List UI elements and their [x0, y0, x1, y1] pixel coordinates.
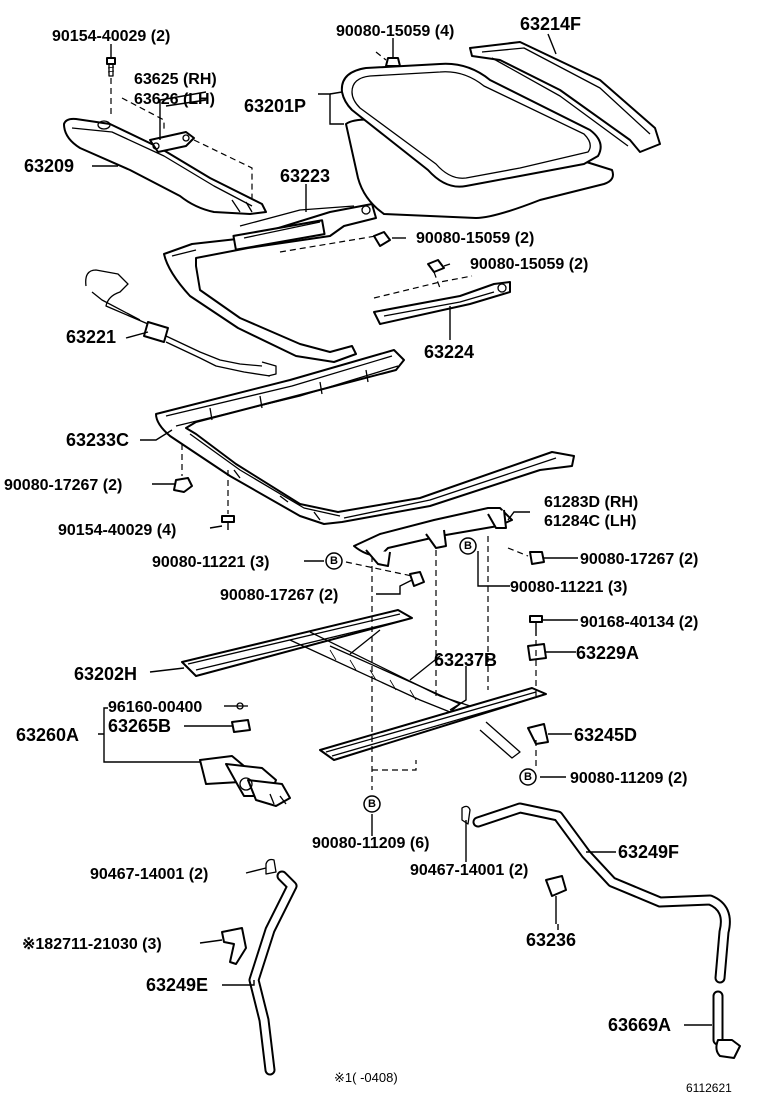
label-63669A: 63669A — [608, 1015, 671, 1035]
label-90080-17267-mid: 90080-17267 (2) — [220, 587, 338, 604]
label-90467-14001-left: 90467-14001 (2) — [90, 866, 208, 883]
label-90080-15059-2b: 90080-15059 (2) — [470, 256, 588, 273]
label-90080-11221-left: 90080-11221 (3) — [152, 554, 269, 571]
label-63202H: 63202H — [74, 664, 137, 684]
label-61283D: 61283D (RH) — [544, 494, 638, 511]
bolt-90154-40029-top — [106, 57, 116, 77]
label-63214F: 63214F — [520, 14, 581, 34]
pad-63265B — [231, 719, 251, 733]
bracket-63625-drawing — [149, 131, 195, 153]
part-63221-drawing — [85, 269, 277, 377]
leader-lines — [92, 33, 712, 1026]
nut-90080-17267-right — [529, 551, 545, 565]
b-marker-2: B — [459, 537, 477, 555]
label-63625: 63625 (RH) — [134, 71, 217, 88]
clip-82711-21030 — [221, 927, 247, 965]
svg-text:B: B — [464, 540, 472, 552]
hose-63249E-drawing — [248, 870, 298, 1076]
label-63209: 63209 — [24, 156, 74, 176]
part-63224-drawing — [373, 281, 511, 325]
hose-63669A-drawing — [712, 990, 741, 1059]
svg-text:B: B — [368, 798, 376, 810]
label-61284C: 61284C (LH) — [544, 513, 636, 530]
label-63260A: 63260A — [16, 725, 79, 745]
label-63245D: 63245D — [574, 725, 637, 745]
screw-90080-15059-2b — [427, 259, 445, 273]
clamp-90467-14001-left — [265, 858, 277, 875]
b-marker-3: B — [519, 768, 537, 786]
screw-90080-15059-2a — [373, 231, 406, 247]
label-63233C: 63233C — [66, 430, 129, 450]
part-63223-drawing — [163, 203, 377, 363]
label-90080-11221-right: 90080-11221 (3) — [510, 579, 627, 596]
label-90080-17267-left: 90080-17267 (2) — [4, 477, 122, 494]
part-63201P-drawing — [340, 62, 614, 219]
b-marker-1: B — [325, 552, 343, 570]
label-90080-15059-4: 90080-15059 (4) — [336, 23, 454, 40]
label-63265B: 63265B — [108, 716, 171, 736]
hose-63249F-drawing — [472, 802, 731, 984]
block-63229A — [527, 643, 547, 661]
label-82711-21030: ※182711-21030 (3) — [22, 936, 162, 953]
part-63237B-rail-drawing — [319, 687, 547, 761]
clip-63236 — [545, 875, 567, 924]
part-63214F-drawing — [469, 41, 661, 153]
label-63221: 63221 — [66, 327, 116, 347]
footnote: ※1( -0408) — [334, 1070, 398, 1085]
part-63233C-drawing — [155, 349, 575, 525]
label-96160-00400: 96160-00400 — [108, 699, 202, 716]
clip-96160-00400 — [236, 702, 248, 710]
label-90080-11209-6: 90080-11209 (6) — [312, 835, 429, 852]
screw-90080-15059-4 — [375, 51, 401, 67]
bolt-90154-40029-4 — [221, 515, 235, 530]
label-90080-17267-right: 90080-17267 (2) — [580, 551, 698, 568]
label-63249F: 63249F — [618, 842, 679, 862]
label-63201P: 63201P — [244, 96, 306, 116]
label-90154-40029-top: 90154-40029 (2) — [52, 28, 170, 45]
b-marker-4: B — [363, 795, 381, 813]
label-63237B: 63237B — [434, 650, 497, 670]
label-63236: 63236 — [526, 930, 576, 950]
label-90080-11209-2: 90080-11209 (2) — [570, 770, 687, 787]
label-63249E: 63249E — [146, 975, 208, 995]
label-63224: 63224 — [424, 342, 474, 362]
bracket-63245D — [527, 723, 549, 745]
svg-text:B: B — [524, 771, 532, 783]
label-90080-15059-2a: 90080-15059 (2) — [416, 230, 534, 247]
label-90168-40134: 90168-40134 (2) — [580, 614, 698, 631]
illustration-code: 6112621 — [686, 1081, 732, 1095]
part-63209-drawing — [63, 117, 267, 215]
motor-63260A-drawing — [199, 755, 291, 807]
nut-90080-17267-mid — [409, 571, 425, 587]
clamp-90467-14001-right — [461, 805, 471, 825]
label-90467-14001-right: 90467-14001 (2) — [410, 862, 528, 879]
part-61283D-drawing — [353, 507, 513, 567]
label-63626: 63626 (LH) — [134, 91, 215, 108]
label-63229A: 63229A — [576, 643, 639, 663]
svg-text:B: B — [330, 555, 338, 567]
nut-90080-17267-left — [173, 477, 193, 493]
label-90154-40029-4: 90154-40029 (4) — [58, 522, 176, 539]
bolt-90168-40134 — [529, 615, 543, 636]
label-63223: 63223 — [280, 166, 330, 186]
